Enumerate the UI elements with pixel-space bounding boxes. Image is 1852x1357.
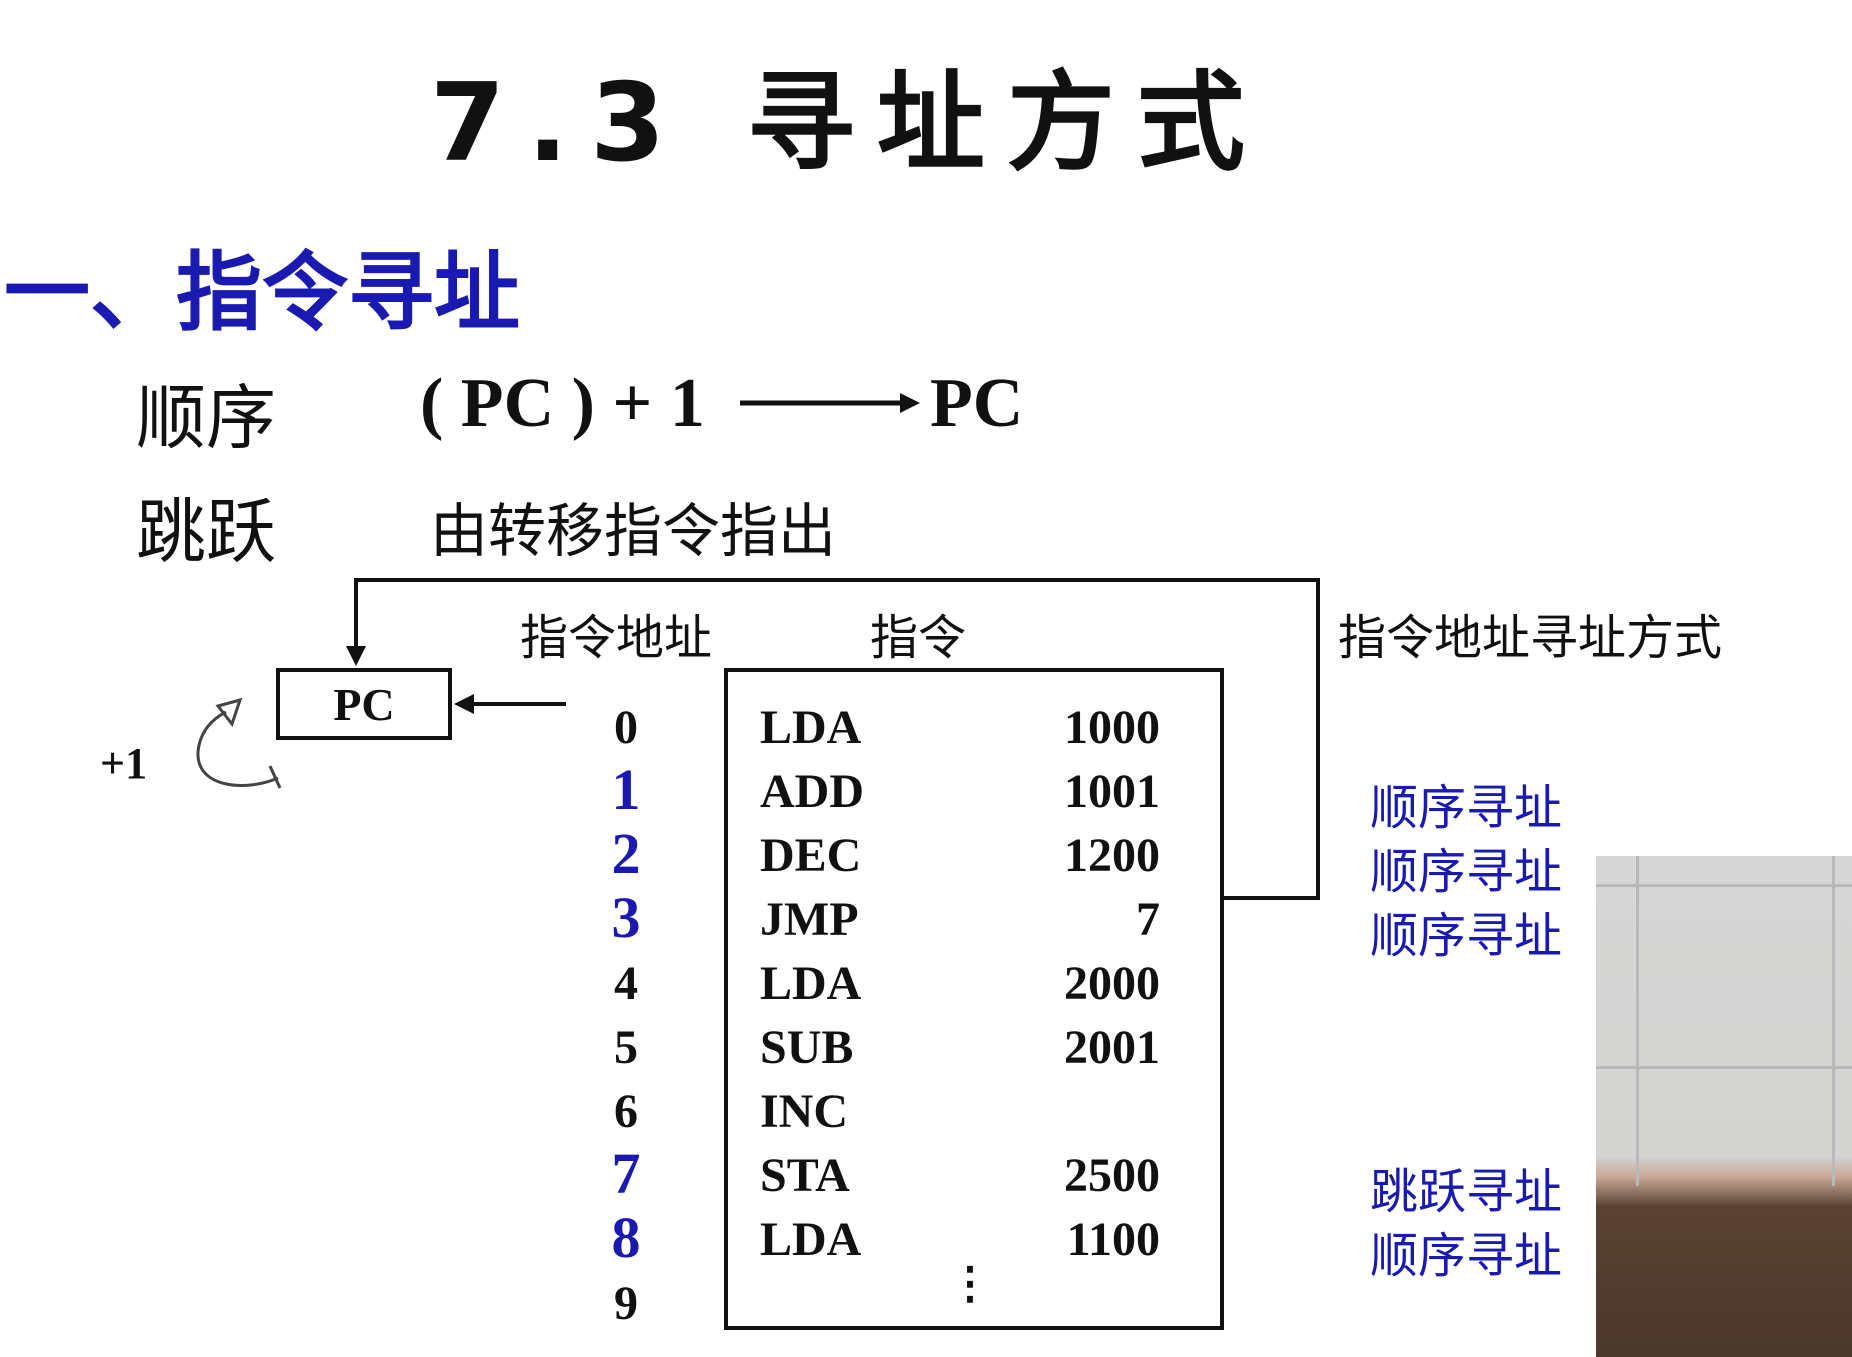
instruction-address: 4 xyxy=(614,957,638,1010)
label-jump: 跳跃 xyxy=(136,491,276,573)
instruction-operand: 1000 xyxy=(1064,701,1160,754)
slide-title: 7.3 寻址方式 xyxy=(430,61,1267,186)
instruction-operand: 2000 xyxy=(1064,957,1160,1010)
instruction-opcode: LDA xyxy=(760,957,862,1010)
jump-description: 由转移指令指出 xyxy=(430,497,837,565)
arrow-down-icon xyxy=(346,646,366,666)
instruction-opcode: ADD xyxy=(760,765,864,818)
column-header-addressing-mode: 指令地址寻址方式 xyxy=(1338,610,1723,666)
addressing-mode-label: 顺序寻址 xyxy=(1370,908,1563,964)
instruction-opcode: LDA xyxy=(760,701,862,754)
instruction-opcode: SUB xyxy=(760,1021,854,1074)
instruction-operand: 2001 xyxy=(1064,1021,1160,1074)
instruction-address: 0 xyxy=(614,701,638,754)
addressing-mode-label: 顺序寻址 xyxy=(1370,780,1563,836)
instruction-address: 3 xyxy=(611,885,641,950)
label-sequential: 顺序 xyxy=(136,377,276,459)
presenter-video-inset xyxy=(1596,856,1852,1357)
instruction-operand: 7 xyxy=(1136,893,1160,946)
arrow-right-icon xyxy=(740,393,920,413)
instruction-address: 2 xyxy=(611,821,641,886)
instruction-operand: 2500 xyxy=(1064,1149,1160,1202)
column-header-instruction: 指令 xyxy=(870,610,967,666)
instruction-address: 6 xyxy=(614,1085,638,1138)
instruction-address: 5 xyxy=(614,1021,638,1074)
instruction-operand: 1200 xyxy=(1064,829,1160,882)
formula-pc-target: PC xyxy=(930,365,1024,442)
section-heading: 一、指令寻址 xyxy=(4,243,520,343)
pc-register: PC xyxy=(276,668,452,740)
increment-label: +1 xyxy=(100,739,148,788)
more-instructions-ellipsis: ⋮ xyxy=(948,1258,992,1309)
instruction-address: 8 xyxy=(611,1205,641,1270)
addressing-mode-label: 跳跃寻址 xyxy=(1370,1164,1563,1220)
arrow-left-icon xyxy=(454,694,474,714)
instruction-operand: 1001 xyxy=(1064,765,1160,818)
instruction-opcode: STA xyxy=(760,1149,850,1202)
instruction-address: 9 xyxy=(614,1277,638,1330)
instruction-operand: 1100 xyxy=(1066,1213,1160,1266)
instruction-address: 7 xyxy=(611,1141,641,1206)
instruction-opcode: INC xyxy=(760,1085,849,1138)
addressing-mode-label: 顺序寻址 xyxy=(1370,1228,1563,1284)
jump-feedback-line xyxy=(354,578,1320,900)
column-header-address: 指令地址 xyxy=(520,610,713,666)
instruction-memory xyxy=(724,668,1224,1330)
instruction-opcode: JMP xyxy=(760,893,859,946)
instruction-opcode: LDA xyxy=(760,1213,862,1266)
instruction-opcode: DEC xyxy=(760,829,862,882)
increment-loop-icon xyxy=(196,710,279,787)
addressing-mode-label: 顺序寻址 xyxy=(1370,844,1563,900)
instruction-address: 1 xyxy=(611,757,641,822)
formula-pc-increment: ( PC ) + 1 xyxy=(420,365,705,442)
